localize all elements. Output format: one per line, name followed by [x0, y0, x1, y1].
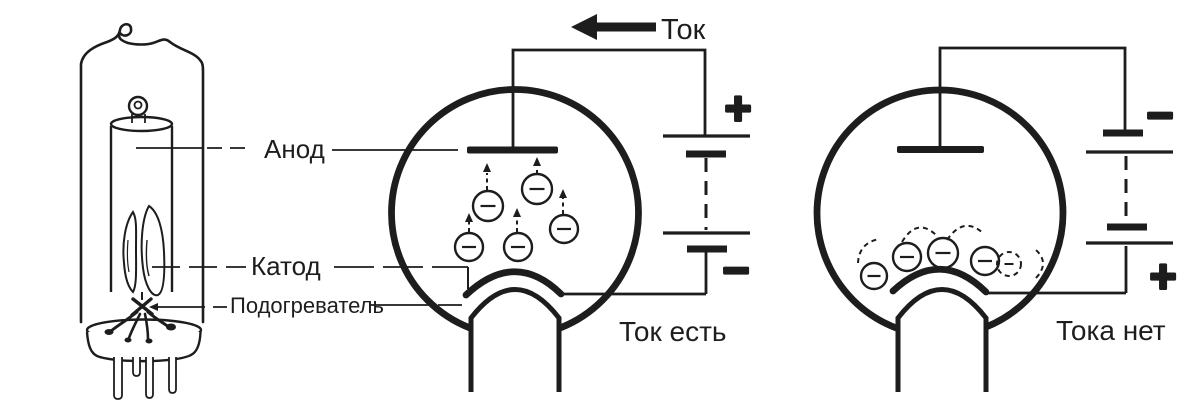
electron-motion-arrow — [465, 213, 473, 232]
anode-label: Анод — [264, 134, 325, 164]
electron-cloud — [453, 157, 580, 263]
current-arrow-icon — [571, 14, 656, 40]
electron — [859, 261, 889, 291]
electron — [996, 251, 1022, 277]
electron-bounce-arc — [857, 238, 880, 264]
cathode-label: Катод — [251, 251, 321, 281]
anode-plate — [897, 146, 984, 153]
electron — [502, 231, 534, 263]
electron-bounce-arc — [901, 226, 937, 243]
heater-dome — [895, 287, 989, 392]
electron-motion-arrow — [559, 189, 567, 214]
cathode-element — [122, 204, 166, 297]
electron-motion-arrow — [533, 157, 541, 174]
electron — [453, 231, 485, 263]
electron-cloud — [857, 224, 1044, 291]
tube-envelope — [79, 22, 205, 324]
nonconducting-circuit: − + Тока нет — [813, 46, 1178, 392]
battery-positive-terminal-label: + — [1150, 250, 1177, 302]
electron-motion-arrow — [483, 163, 491, 190]
electron — [926, 236, 960, 270]
caption-current-present: Ток есть — [619, 316, 727, 347]
heater-label: Подогреватель — [230, 293, 384, 318]
electron — [520, 172, 554, 206]
tube-illustration — [79, 22, 205, 400]
electron — [969, 245, 1001, 277]
battery-positive-terminal-label: + — [725, 82, 752, 134]
current-label: Ток — [661, 14, 706, 46]
battery-negative-terminal-label: − — [723, 244, 750, 296]
cathode-arc — [889, 265, 990, 296]
tube-pins — [113, 357, 177, 400]
getter-loop — [127, 95, 149, 123]
battery-negative-terminal-label: − — [1147, 89, 1174, 141]
electron — [891, 241, 923, 273]
conducting-circuit: + − Ток Ток есть — [388, 14, 753, 392]
anode-wire — [511, 48, 707, 148]
heater-element — [104, 292, 176, 344]
heater-dome — [468, 287, 562, 392]
battery: − + — [1086, 88, 1178, 304]
anode-cylinder — [109, 95, 174, 292]
cathode-arc — [462, 268, 565, 299]
anode-plate — [467, 146, 558, 154]
anode-wire — [938, 46, 1127, 147]
caption-no-current: Тока нет — [1056, 315, 1166, 346]
electron-bounce-arc — [946, 224, 985, 241]
electron — [548, 213, 580, 245]
electron-motion-arrow — [513, 208, 521, 232]
part-labels: Анод Катод Подогреватель — [136, 134, 469, 318]
tube-base — [85, 318, 203, 363]
battery: + − — [663, 81, 753, 298]
heater-pointer-arrowhead-icon — [149, 303, 158, 311]
electron — [471, 189, 505, 223]
electron-bounce-arc — [1035, 249, 1044, 279]
